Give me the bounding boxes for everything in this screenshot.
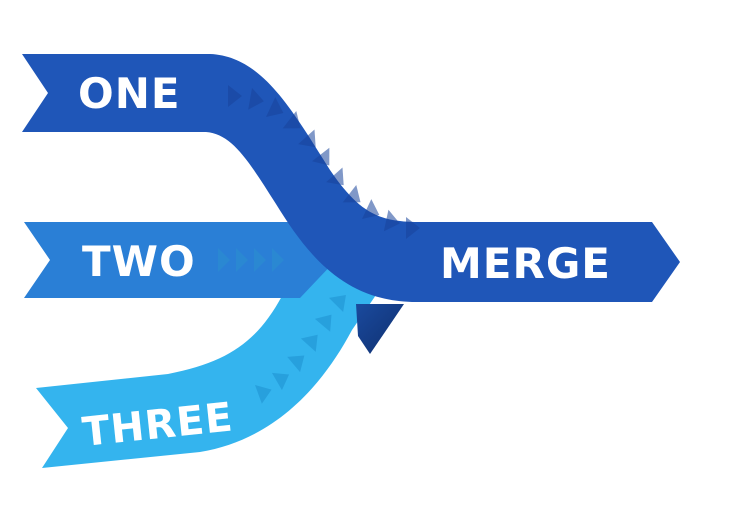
label-merge: MERGE	[440, 239, 611, 288]
ribbon-two: TWO	[24, 222, 336, 298]
label-one: ONE	[78, 69, 181, 118]
merge-fold-shadow	[356, 304, 404, 354]
label-two: TWO	[82, 237, 196, 286]
